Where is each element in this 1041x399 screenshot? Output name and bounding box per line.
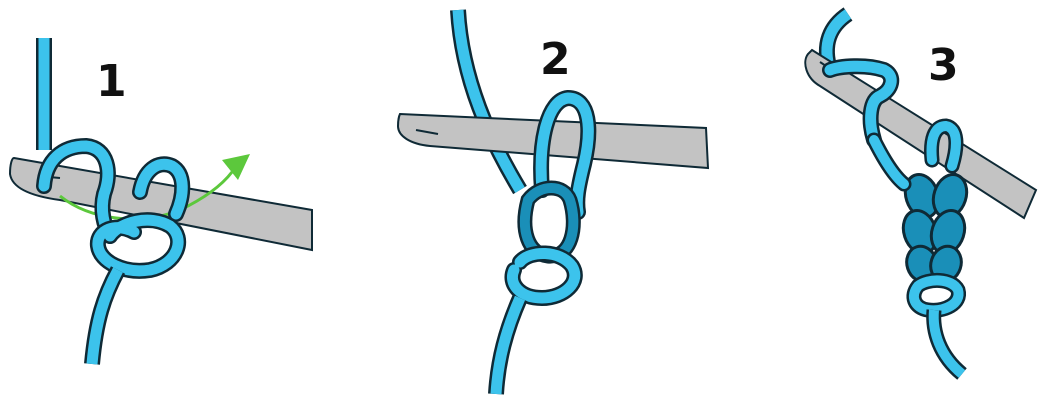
panel-3	[805, 14, 1036, 374]
step-number-1: 1	[96, 60, 127, 104]
step-number-3: 3	[928, 44, 959, 88]
panel-1	[10, 38, 312, 364]
panel1-arrow-head	[222, 154, 250, 180]
step-number-2: 2	[540, 38, 571, 82]
